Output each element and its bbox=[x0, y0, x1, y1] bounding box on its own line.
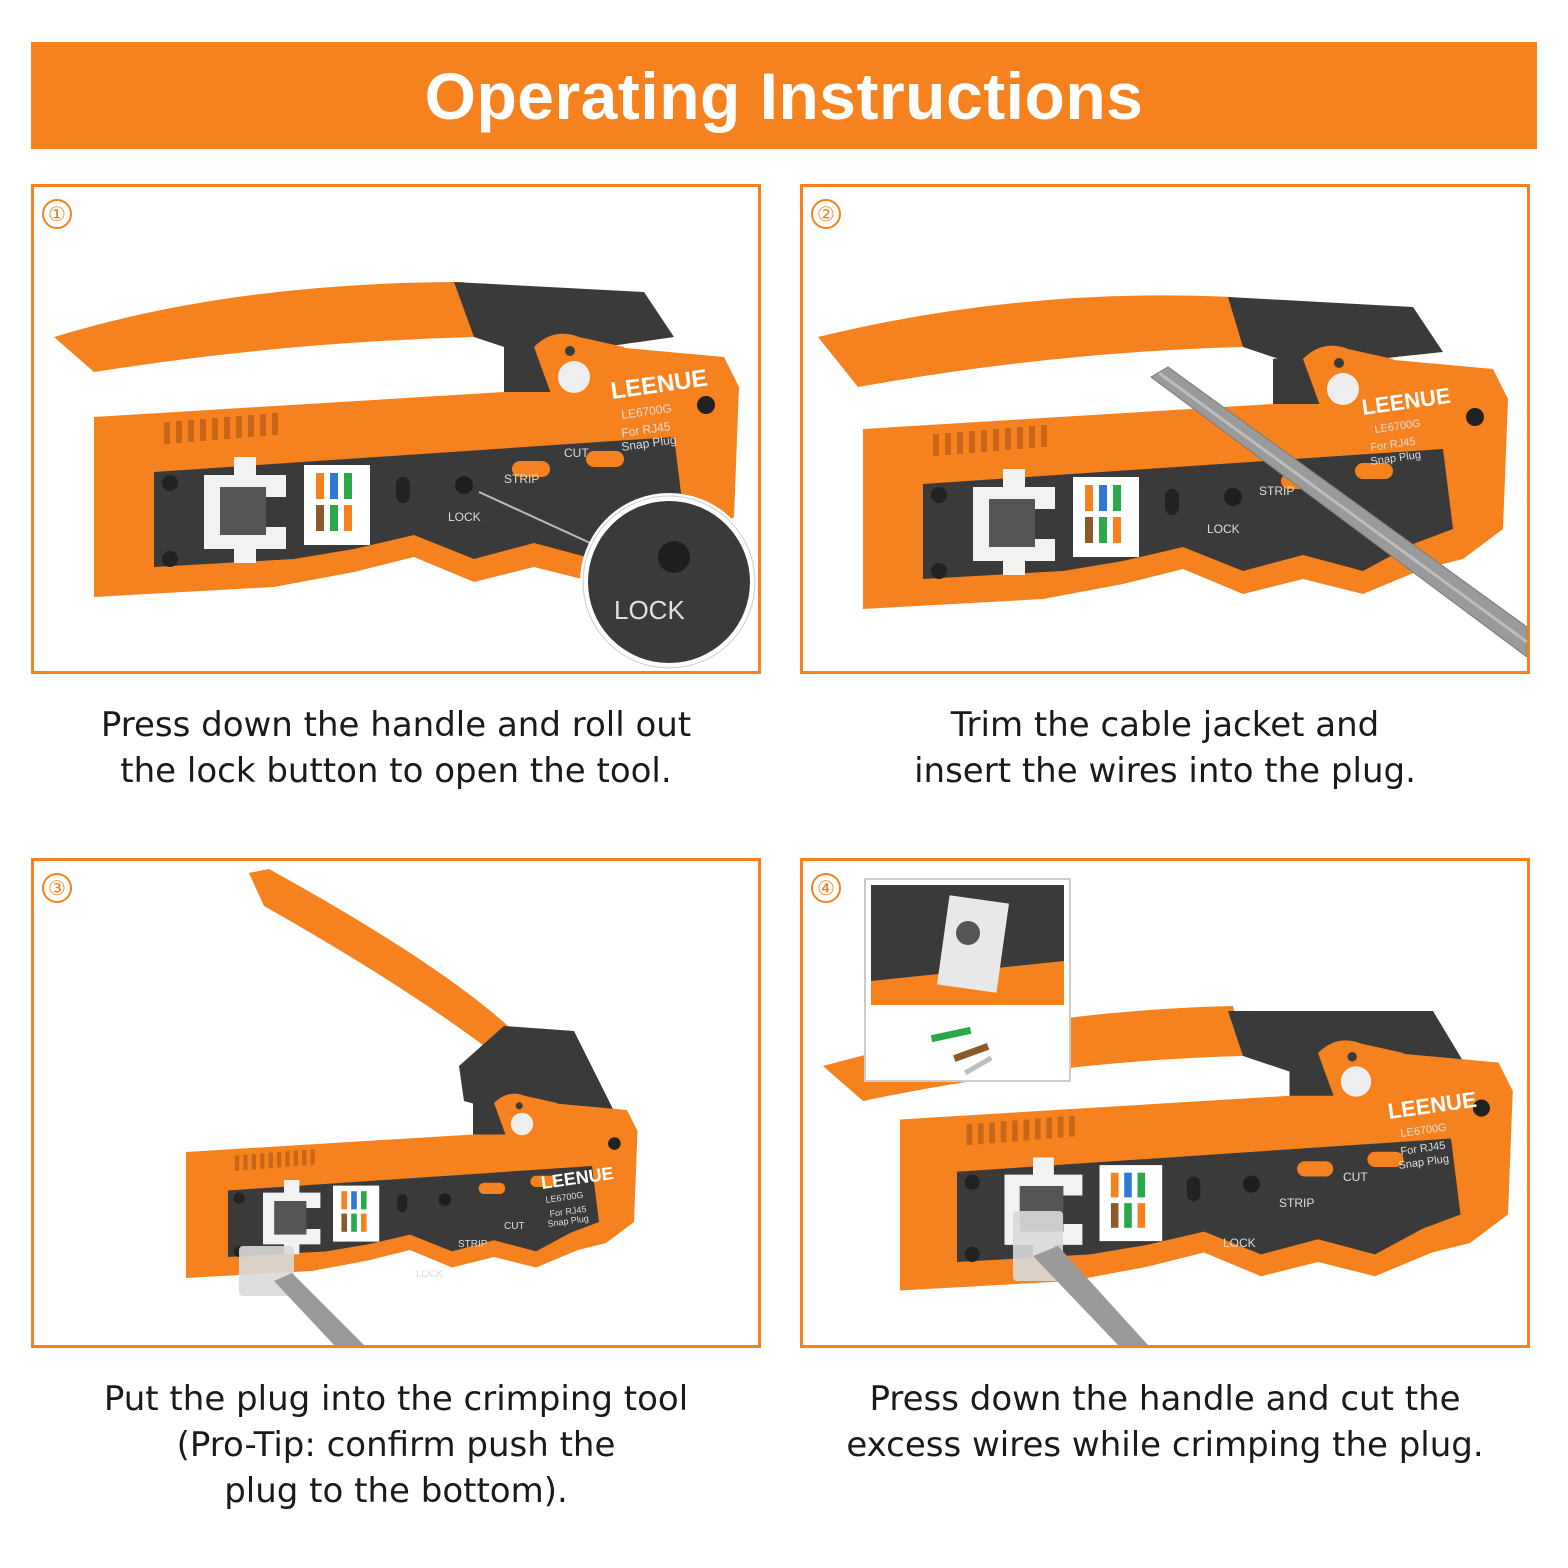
strip-label: STRIP bbox=[1279, 1196, 1314, 1210]
step-4-number: ④ bbox=[811, 873, 841, 903]
step-3-panel: ③ LEENUE LE6700G For RJ45 Snap Plug CUT … bbox=[31, 858, 761, 1348]
step-4-caption-line-1: Press down the handle and cut the bbox=[869, 1379, 1461, 1419]
lock-zoom-label: LOCK bbox=[614, 595, 685, 625]
step-2-number: ② bbox=[811, 199, 841, 229]
step-1-panel: ① LEENUE LE6700G For RJ45 Snap Plug CUT … bbox=[31, 184, 761, 674]
step-1-caption-line-2: the lock button to open the tool. bbox=[120, 751, 672, 791]
page-title: Operating Instructions bbox=[424, 58, 1144, 133]
lock-label: LOCK bbox=[1223, 1236, 1256, 1250]
step-3-caption-line-2: (Pro-Tip: confirm push the bbox=[176, 1425, 616, 1465]
step-4-caption: Press down the handle and cut the excess… bbox=[800, 1376, 1530, 1468]
strip-label: STRIP bbox=[1259, 484, 1294, 498]
header-banner: Operating Instructions bbox=[31, 42, 1537, 149]
step-3-number: ③ bbox=[42, 873, 72, 903]
step-3-caption-line-3: plug to the bottom). bbox=[224, 1471, 568, 1511]
step-2-caption: Trim the cable jacket and insert the wir… bbox=[800, 702, 1530, 794]
step-1-number: ① bbox=[42, 199, 72, 229]
lock-label: LOCK bbox=[416, 1269, 444, 1280]
lock-label: LOCK bbox=[1207, 522, 1240, 536]
step-2-caption-line-2: insert the wires into the plug. bbox=[914, 751, 1416, 791]
cut-label: CUT bbox=[564, 446, 589, 460]
cut-label: CUT bbox=[1343, 1170, 1368, 1184]
step-1-caption: Press down the handle and roll out the l… bbox=[31, 702, 761, 794]
step-2-caption-line-1: Trim the cable jacket and bbox=[950, 705, 1380, 745]
crimper-cut-illustration: LEENUE LE6700G For RJ45 Snap Plug CUT ST… bbox=[823, 878, 1513, 1345]
cut-label: CUT bbox=[504, 1221, 525, 1232]
step-3-caption: Put the plug into the crimping tool (Pro… bbox=[31, 1376, 761, 1514]
crimper-cable-illustration: LEENUE LE6700G For RJ45 Snap Plug STRIP … bbox=[818, 295, 1527, 658]
step-4-caption-line-2: excess wires while crimping the plug. bbox=[846, 1425, 1484, 1465]
crimper-open-illustration: LEENUE LE6700G For RJ45 Snap Plug CUT ST… bbox=[54, 282, 758, 671]
step-3-caption-line-1: Put the plug into the crimping tool bbox=[103, 1379, 689, 1419]
strip-label: STRIP bbox=[504, 472, 539, 486]
step-4-panel: ④ LEENUE LE6700G For RJ45 Snap Plug CUT … bbox=[800, 858, 1530, 1348]
step-2-panel: ② LEENUE LE6700G For RJ45 Snap Plug STRI… bbox=[800, 184, 1530, 674]
for-label-1: For RJ45 bbox=[620, 419, 671, 440]
crimper-plug-illustration: LEENUE LE6700G For RJ45 Snap Plug CUT ST… bbox=[186, 869, 638, 1345]
lock-label: LOCK bbox=[448, 510, 481, 524]
model-label: LE6700G bbox=[620, 401, 672, 422]
strip-label: STRIP bbox=[458, 1239, 488, 1250]
step-1-caption-line-1: Press down the handle and roll out bbox=[100, 705, 692, 745]
